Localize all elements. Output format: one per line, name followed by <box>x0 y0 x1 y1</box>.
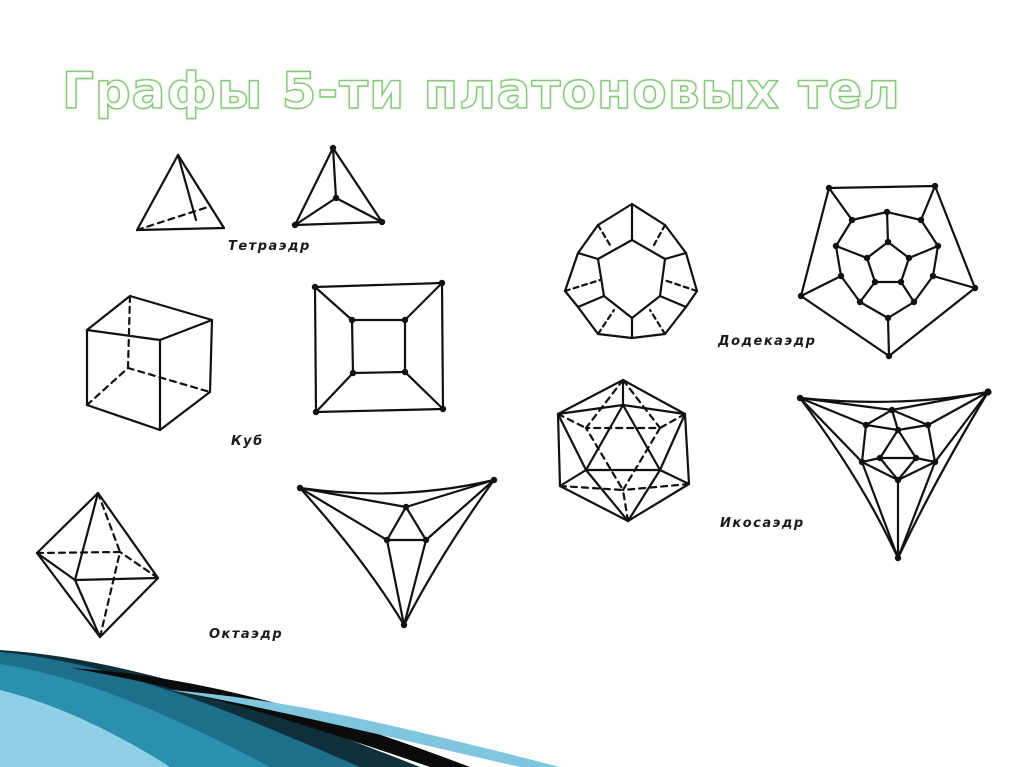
octahedron-graph-vertices <box>296 476 498 629</box>
label-octahedron: Октаэдр <box>209 627 284 642</box>
decorative-wave <box>0 650 560 767</box>
cube-drawing <box>85 294 214 432</box>
icosahedron-graph-vertices <box>796 388 992 562</box>
slide-title: Графы 5-ти платоновых тел <box>61 61 901 120</box>
icosahedron-drawing <box>556 378 691 523</box>
label-dodecahedron: Додекаэдр <box>718 334 817 349</box>
label-cube: Куб <box>231 434 264 449</box>
octahedron-drawing <box>35 491 160 639</box>
label-tetrahedron: Тетраэдр <box>228 239 311 254</box>
octahedron-graph <box>298 478 496 627</box>
dodecahedron-drawing <box>563 202 699 340</box>
icosahedron-graph <box>798 390 990 560</box>
cube-graph-vertices <box>311 279 447 416</box>
dodecahedron-graph-vertices <box>797 182 979 360</box>
cube-graph <box>313 281 445 414</box>
tetrahedron-graph <box>293 146 384 227</box>
tetrahedron-drawing <box>135 153 226 232</box>
dodecahedron-graph <box>799 184 977 358</box>
label-icosahedron: Икосаэдр <box>720 516 805 531</box>
tetrahedron-graph-vertices <box>291 144 386 229</box>
